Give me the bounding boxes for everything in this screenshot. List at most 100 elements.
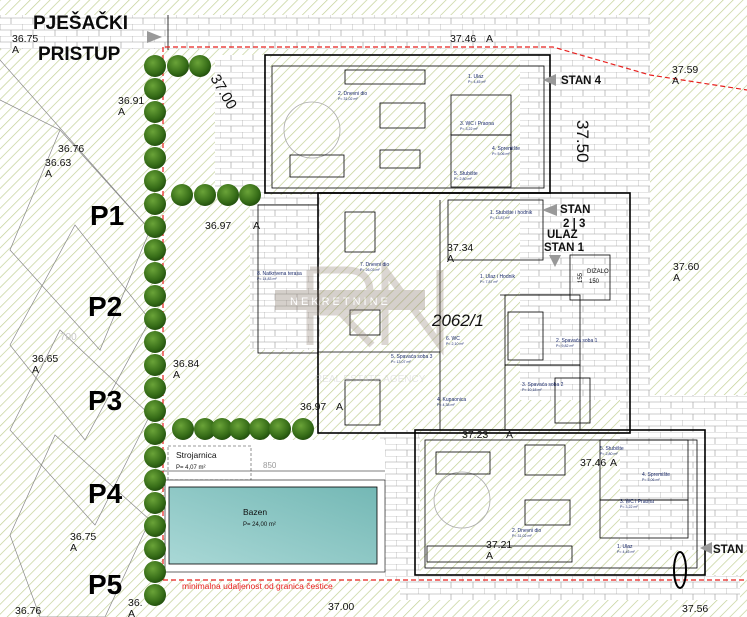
room-area: P= 2,80 m² [454,177,472,181]
hedge-tree [189,55,211,77]
room-name: 1. Stubište i hodnik [490,210,533,216]
spot-level-suffix: A [173,369,180,381]
hedge-tree [249,418,271,440]
parcel-p2: P2 [88,291,122,322]
machine-room: Strojarnica P= 4,07 m² [167,445,252,481]
spot-level: 36. [128,597,143,609]
spot-level-suffix: A [70,542,77,554]
watermark-agency: REAL ESTATE AGENCY [315,374,426,385]
spot-level: 37.23 [462,429,488,441]
room-name: 5. Stubište [454,171,478,177]
hedge-tree [144,331,166,353]
entrance-stan23: STAN [560,204,590,216]
machine-room-area: P= 4,07 m² [176,465,206,471]
elevator-size: 150 [589,279,600,285]
spot-level: 37.59 [672,64,698,76]
room-name: 6. WC [446,336,460,342]
room-name: 2. Dnevni dio [338,91,367,97]
spot-level-suffix: A [12,44,19,56]
entrance-markers [147,31,712,554]
room-name: 4. Spremište [642,472,670,478]
hedge-tree [292,418,314,440]
room-name: 4. Spremište [492,146,520,152]
spot-level-suffix: A [486,33,493,45]
hedge-tree [144,515,166,537]
spot-level-suffix: A [486,550,493,562]
spot-level-suffix: A [253,220,260,232]
hedge-tree [144,561,166,583]
parcel-p5: P5 [88,569,122,600]
hedge-tree [144,538,166,560]
room-area: P= 3,22 m² [620,505,638,509]
room-area: P= 4,45 m² [468,80,486,84]
elevator-label: DIZALO [587,269,609,275]
watermark-nekretnine: NEKRETNINE [290,296,391,308]
spot-level: 37.56 [682,603,708,615]
hedge-tree [194,184,216,206]
room-area: P= 31,02 m² [512,534,532,538]
pool: Bazen P= 24,00 m² [164,479,386,573]
hedge-tree [144,492,166,514]
room-area: P= 10,18 m² [522,388,542,392]
hedge-tree [239,184,261,206]
hedge-tree [144,423,166,445]
hedge-tree [194,418,216,440]
watermark-rn-logo [306,259,444,356]
hedge-tree [229,418,251,440]
room-area: P= 5,06 m² [492,152,510,156]
hedge-tree [144,193,166,215]
title-line1: PJEŠAČKI [33,12,128,34]
hedge-tree [144,124,166,146]
spot-level: 36.75 [70,531,96,543]
parcel-p4: P4 [88,478,123,509]
hedge-tree [144,216,166,238]
spot-level: 37.46 [450,33,476,45]
spot-level: 36.76 [58,143,84,155]
hedge-tree [144,584,166,606]
spot-level: 36.63 [45,157,71,169]
spot-level-suffix: A [447,253,454,265]
spot-level: 36.65 [32,353,58,365]
hedge-tree [167,55,189,77]
hedge-tree [144,308,166,330]
spot-level: 37.21 [486,539,512,551]
spot-level-suffix: A [118,106,125,118]
room-name: 3. WC i Praona [460,121,494,127]
spot-level-suffix: A [45,168,52,180]
dimension-850: 850 [263,461,277,470]
hedge-tree [144,446,166,468]
room-name: 2. Spavaća soba 1 [556,338,598,344]
entrance-stan4: STAN 4 [561,75,602,87]
spot-level-suffix: A [610,457,617,469]
spot-level: 36.76 [15,605,41,617]
room-name: 1. Ulaz i Hodnik [480,274,516,280]
hedge-tree [144,101,166,123]
spot-level: 37.60 [673,261,699,273]
room-area: P= 5,06 m² [642,478,660,482]
room-area: P= 4,45 m² [617,550,635,554]
room-name: 3. WC i Praona [620,499,654,505]
spot-level-suffix: A [32,364,39,376]
building-bottom-stan5 [414,429,706,576]
entrance-stan23b: 2 | 3 [563,218,585,230]
title-line2: PRISTUP [38,44,121,65]
hedge-tree [144,285,166,307]
hedge-tree [144,239,166,261]
room-area: P= 13,07 m² [391,360,411,364]
machine-room-label: Strojarnica [176,450,217,460]
spot-level: 37.34 [447,242,473,254]
hedge-tree [144,262,166,284]
room-area: P= 14,83 m² [257,277,277,281]
spot-level-suffix: A [673,272,680,284]
room-name: 4. Kupaonica [437,397,466,403]
pool-area: P= 24,00 m² [243,522,276,528]
spot-level: 36.84 [173,358,199,370]
spot-level-suffix: A [336,401,343,413]
entrance-ulaz: ULAZ [547,229,578,241]
spot-level-suffix: A [506,429,513,441]
building-middle [257,192,631,434]
hedge-tree [144,377,166,399]
